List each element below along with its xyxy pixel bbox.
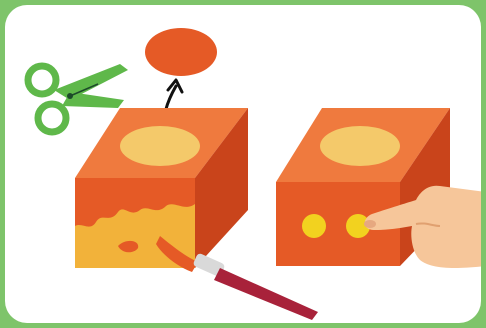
craft-illustration — [5, 5, 481, 323]
right-box-hole — [320, 126, 400, 166]
illustration-panel — [5, 5, 481, 323]
cut-out-disc — [145, 28, 217, 76]
right-box-button-1 — [302, 214, 326, 238]
left-box-hole — [120, 126, 200, 166]
